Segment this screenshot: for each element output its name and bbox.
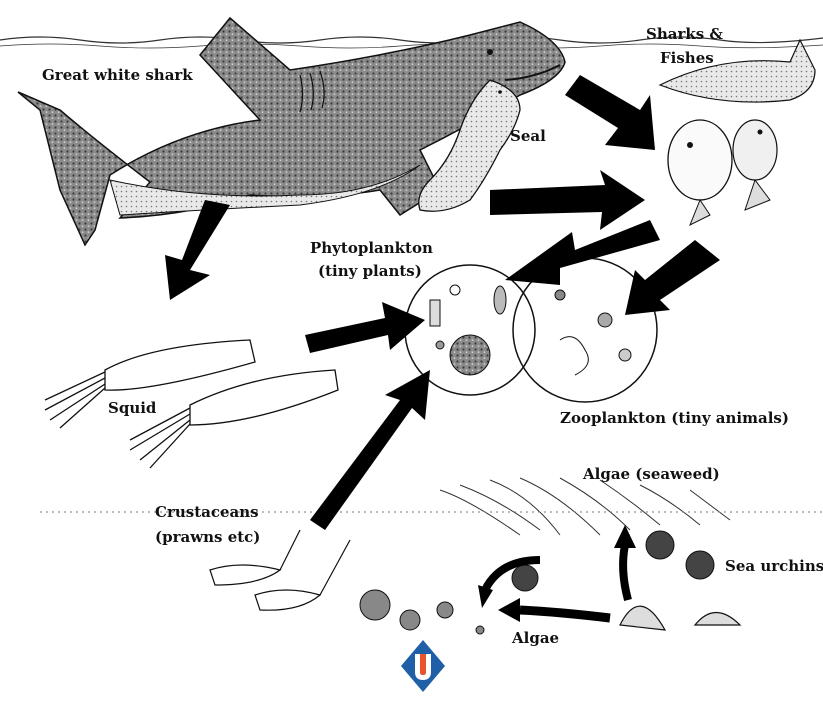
snail-icon bbox=[620, 606, 740, 630]
arrow-snail-to-algae bbox=[520, 610, 610, 618]
arrow-snail-to-seaweed bbox=[623, 545, 628, 600]
label-zooplankton: Zooplankton (tiny animals) bbox=[560, 408, 789, 428]
algae-clump bbox=[360, 590, 484, 634]
label-phytoplankton-2: (tiny plants) bbox=[318, 261, 422, 281]
arrow-fish-to-zoo bbox=[625, 240, 720, 315]
label-crustaceans-1: Crustaceans bbox=[155, 502, 259, 522]
label-seal: Seal bbox=[510, 126, 546, 146]
arrow-shark-to-squid bbox=[165, 200, 230, 300]
label-sharks-fishes-2: Fishes bbox=[660, 48, 714, 68]
label-sea-urchins: Sea urchins bbox=[725, 556, 823, 576]
label-crustaceans-2: (prawns etc) bbox=[155, 527, 260, 547]
squid-icon bbox=[45, 340, 338, 468]
arrow-shark-to-fish bbox=[565, 75, 655, 150]
label-algae-seaweed: Algae (seaweed) bbox=[583, 464, 720, 484]
arrow-seal-to-fish bbox=[490, 170, 645, 230]
label-squid: Squid bbox=[108, 398, 156, 418]
label-great-white-shark: Great white shark bbox=[42, 65, 193, 85]
label-algae: Algae bbox=[512, 628, 559, 648]
label-phytoplankton-1: Phytoplankton bbox=[310, 238, 433, 258]
sea-urchin-icon bbox=[512, 531, 714, 591]
seaweed-icon bbox=[440, 478, 730, 535]
label-sharks-fishes-1: Sharks & bbox=[646, 24, 723, 44]
logo-icon bbox=[401, 640, 445, 692]
